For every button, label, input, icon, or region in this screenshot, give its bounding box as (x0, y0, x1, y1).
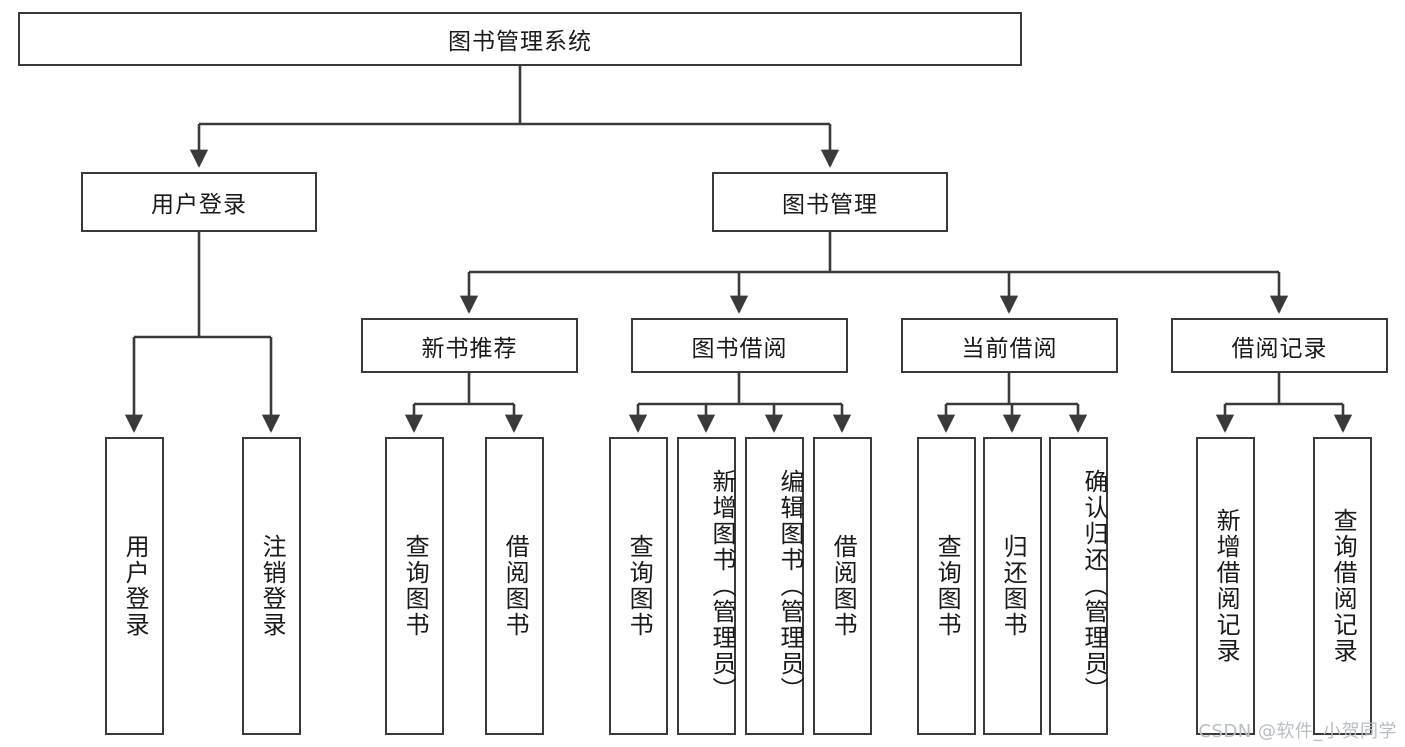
node-leaf-query-book-2[interactable]: 查询图书 (609, 437, 668, 735)
node-book-borrow-label: 图书借阅 (691, 335, 788, 362)
node-leaf-query-record[interactable]: 查询借阅记录 (1313, 437, 1372, 735)
node-user-login-label: 用户登录 (151, 192, 247, 218)
node-leaf-query-book-1[interactable]: 查询图书 (385, 437, 444, 735)
node-leaf-borrow-book-2[interactable]: 借阅图书 (813, 437, 872, 735)
node-leaf-add-record-label: 新增借阅记录 (1212, 508, 1241, 664)
node-root[interactable]: 图书管理系统 (18, 12, 1022, 66)
node-leaf-edit-book[interactable]: 编辑图书（管理员） (745, 437, 804, 735)
node-current-borrow-label: 当前借阅 (961, 335, 1058, 362)
node-root-label: 图书管理系统 (448, 29, 592, 55)
node-borrow-record-label: 借阅记录 (1231, 335, 1328, 362)
node-leaf-edit-book-label: 编辑图书（管理员） (776, 469, 804, 703)
node-current-borrow[interactable]: 当前借阅 (901, 318, 1118, 373)
node-user-login[interactable]: 用户登录 (81, 172, 317, 232)
node-leaf-return-book-label: 归还图书 (999, 534, 1028, 638)
node-leaf-add-book[interactable]: 新增图书（管理员） (677, 437, 736, 735)
node-new-book-recommend-label: 新书推荐 (421, 335, 518, 362)
node-leaf-borrow-book-2-label: 借阅图书 (829, 534, 858, 638)
node-leaf-add-record[interactable]: 新增借阅记录 (1196, 437, 1255, 735)
node-leaf-query-book-3[interactable]: 查询图书 (917, 437, 976, 735)
node-book-borrow[interactable]: 图书借阅 (631, 318, 848, 373)
node-book-management[interactable]: 图书管理 (712, 172, 948, 232)
node-leaf-logout-login[interactable]: 注销登录 (242, 437, 301, 735)
node-leaf-user-login-label: 用户登录 (121, 534, 150, 638)
node-new-book-recommend[interactable]: 新书推荐 (361, 318, 578, 373)
node-leaf-return-book[interactable]: 归还图书 (983, 437, 1042, 735)
node-leaf-query-book-1-label: 查询图书 (401, 534, 430, 638)
node-leaf-borrow-book-1-label: 借阅图书 (501, 534, 530, 638)
node-leaf-borrow-book-1[interactable]: 借阅图书 (485, 437, 544, 735)
node-book-management-label: 图书管理 (782, 192, 878, 218)
node-leaf-query-book-3-label: 查询图书 (933, 534, 962, 638)
node-leaf-logout-login-label: 注销登录 (258, 534, 287, 638)
node-borrow-record[interactable]: 借阅记录 (1171, 318, 1388, 373)
node-leaf-confirm-return[interactable]: 确认归还（管理员） (1049, 437, 1108, 735)
node-leaf-confirm-return-label: 确认归还（管理员） (1080, 469, 1108, 703)
node-leaf-query-book-2-label: 查询图书 (625, 534, 654, 638)
node-leaf-query-record-label: 查询借阅记录 (1329, 508, 1358, 664)
node-leaf-user-login[interactable]: 用户登录 (105, 437, 164, 735)
node-leaf-add-book-label: 新增图书（管理员） (708, 469, 736, 703)
